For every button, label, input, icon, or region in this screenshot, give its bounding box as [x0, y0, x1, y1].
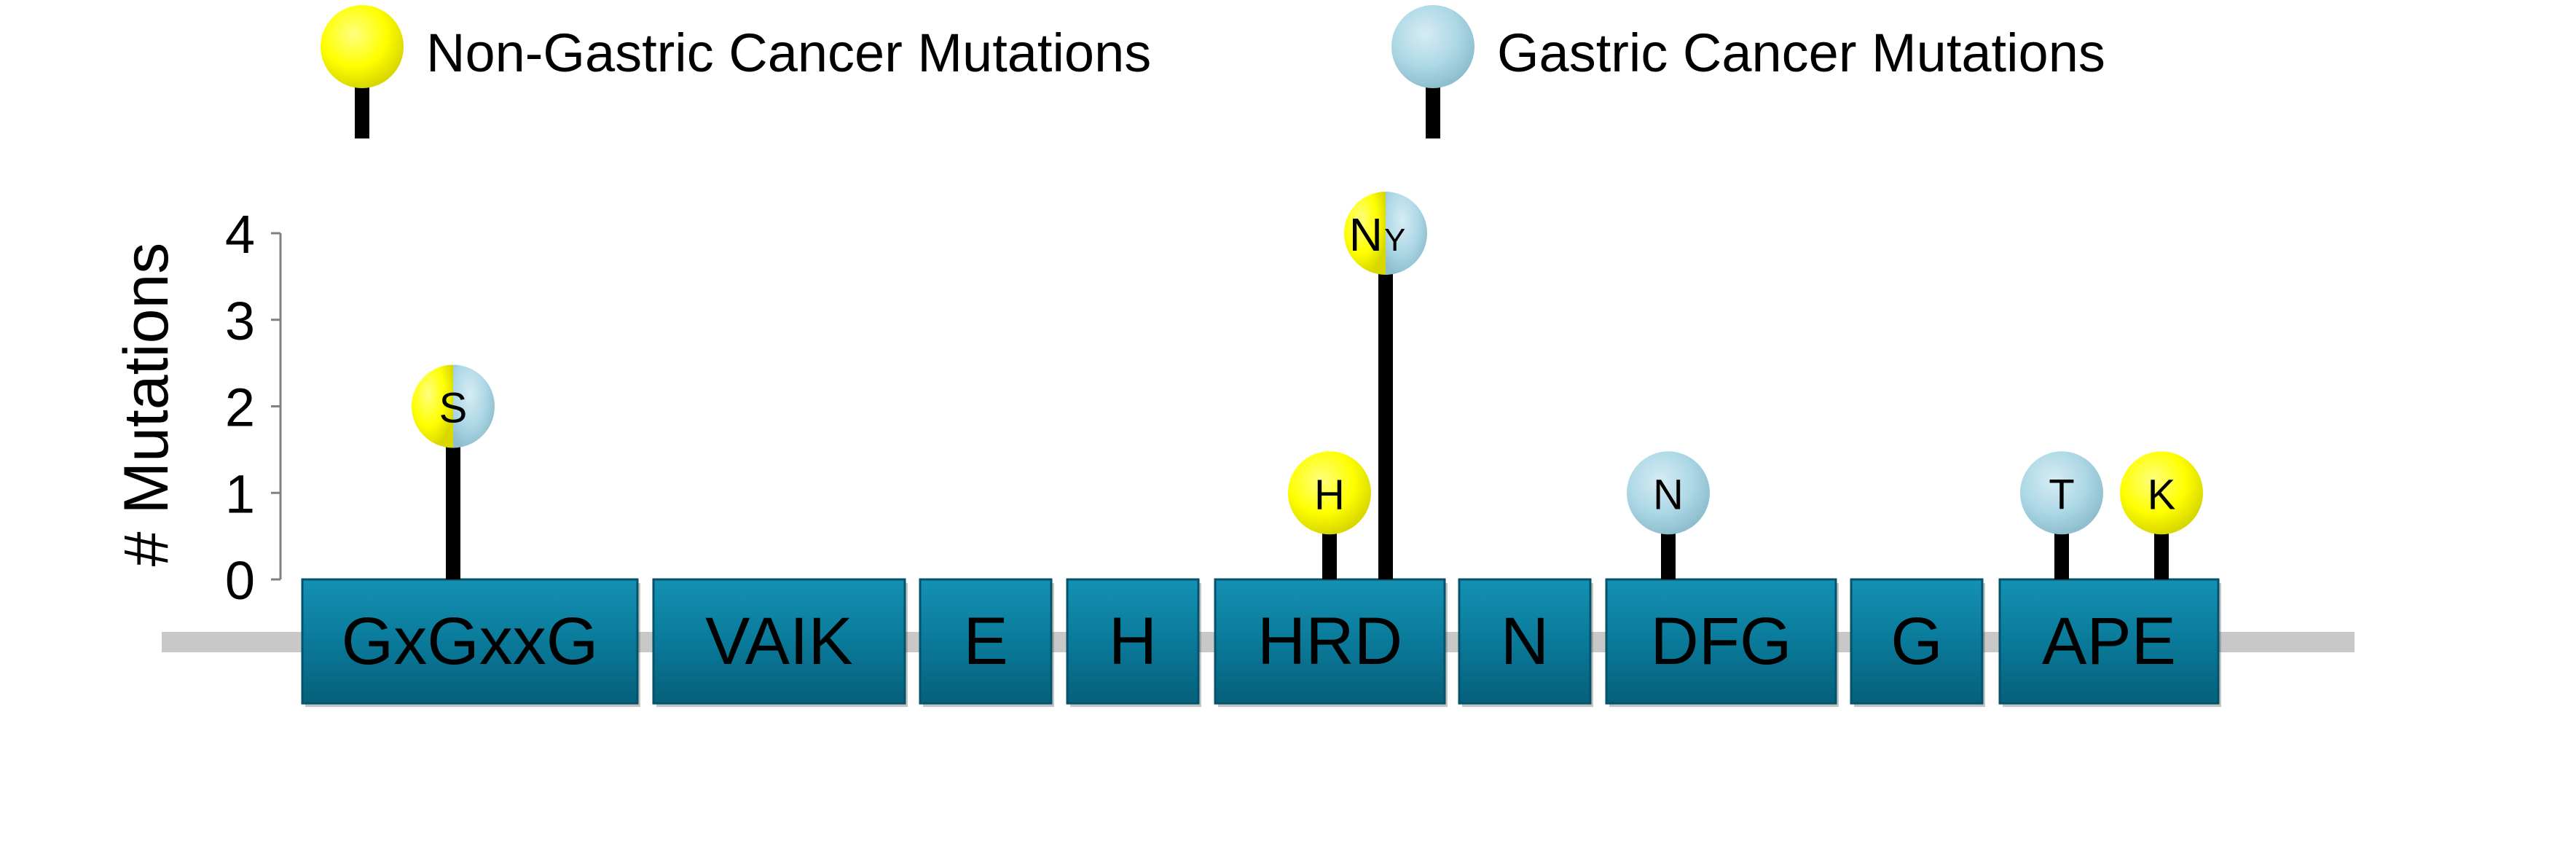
lollipop-label: N — [1653, 471, 1684, 518]
domain-label: VAIK — [705, 604, 853, 679]
lollipop-label: Y — [1384, 222, 1405, 258]
legend-marker-non-gastric — [321, 5, 404, 88]
y-tick-label: 0 — [225, 550, 255, 611]
lollipop-head — [1288, 451, 1371, 535]
domain-box — [1458, 578, 1592, 705]
lollipop-gxgxxg-s: S — [412, 364, 495, 579]
legend-item-gastric: Gastric Cancer Mutations — [1391, 5, 2105, 138]
lollipop-label: S — [439, 385, 468, 432]
domain-box — [1850, 578, 1984, 705]
legend-label-non-gastric: Non-Gastric Cancer Mutations — [426, 23, 1151, 83]
lollipop-label: H — [1314, 471, 1345, 518]
y-axis-label: # Mutations — [111, 243, 181, 567]
lollipop-head — [2020, 451, 2103, 535]
domain-label: GxGxxG — [342, 604, 599, 679]
lollipop-head-non-gastric-half — [1344, 192, 1386, 275]
domain-box — [652, 578, 906, 705]
domain-vaik: VAIK — [652, 578, 908, 707]
y-tick-label: 3 — [225, 291, 255, 351]
domain-g: G — [1850, 578, 1985, 707]
domain-label: HRD — [1257, 604, 1402, 679]
domain-box — [1214, 578, 1446, 705]
legend-label-gastric: Gastric Cancer Mutations — [1497, 23, 2105, 83]
legend-item-non-gastric: Non-Gastric Cancer Mutations — [321, 5, 1151, 138]
lollipop-label: K — [2148, 471, 2176, 518]
domain-box — [919, 578, 1053, 705]
y-tick-label: 2 — [225, 378, 255, 438]
domain-label: E — [963, 604, 1008, 679]
y-tick-label: 4 — [225, 204, 255, 265]
domain-ape: APE — [1998, 578, 2221, 707]
lollipop-label: T — [2049, 471, 2074, 518]
domain-n: N — [1458, 578, 1593, 707]
legend-marker-gastric — [1391, 5, 1474, 88]
domain-e: E — [919, 578, 1054, 707]
lollipop-hrd-h: H — [1288, 451, 1371, 579]
lollipop-head-gastric-half — [453, 364, 495, 448]
lollipop-ape-k: K — [2120, 451, 2203, 579]
lollipop-head-gastric-half — [1386, 192, 1427, 275]
domain-box — [1066, 578, 1200, 705]
lollipop-stem — [1378, 233, 1393, 579]
domain-h: H — [1066, 578, 1201, 707]
domain-box — [1605, 578, 1837, 705]
y-axis: 0 1 2 3 4 # Mutations — [111, 204, 282, 611]
domain-label: APE — [2042, 604, 2176, 679]
domain-label: DFG — [1650, 604, 1791, 679]
domain-label: H — [1109, 604, 1157, 679]
domain-gxgxxg: GxGxxG — [301, 578, 640, 707]
lollipop-ape-t: T — [2020, 451, 2103, 579]
y-ticks: 0 1 2 3 4 — [225, 204, 280, 611]
lollipop-label: N — [1349, 208, 1383, 261]
lollipop-head — [2120, 451, 2203, 535]
domain-label: G — [1890, 604, 1943, 679]
domain-label: N — [1501, 604, 1549, 679]
domain-boxes: GxGxxG VAIK E H HRD N DFG G APE — [301, 578, 2221, 707]
legend-stem-non-gastric — [355, 80, 369, 138]
domain-box — [301, 578, 639, 705]
y-tick-label: 1 — [225, 464, 255, 524]
domain-hrd: HRD — [1214, 578, 1448, 707]
lollipop-head — [1627, 451, 1710, 535]
domain-dfg: DFG — [1605, 578, 1839, 707]
lollipop-head-non-gastric-half — [412, 364, 453, 448]
domain-box — [1998, 578, 2220, 705]
lollipop-dfg-n: N — [1627, 451, 1710, 579]
legend: Non-Gastric Cancer Mutations Gastric Can… — [321, 5, 2105, 138]
lollipop-stem — [446, 406, 460, 579]
legend-stem-gastric — [1426, 80, 1440, 138]
